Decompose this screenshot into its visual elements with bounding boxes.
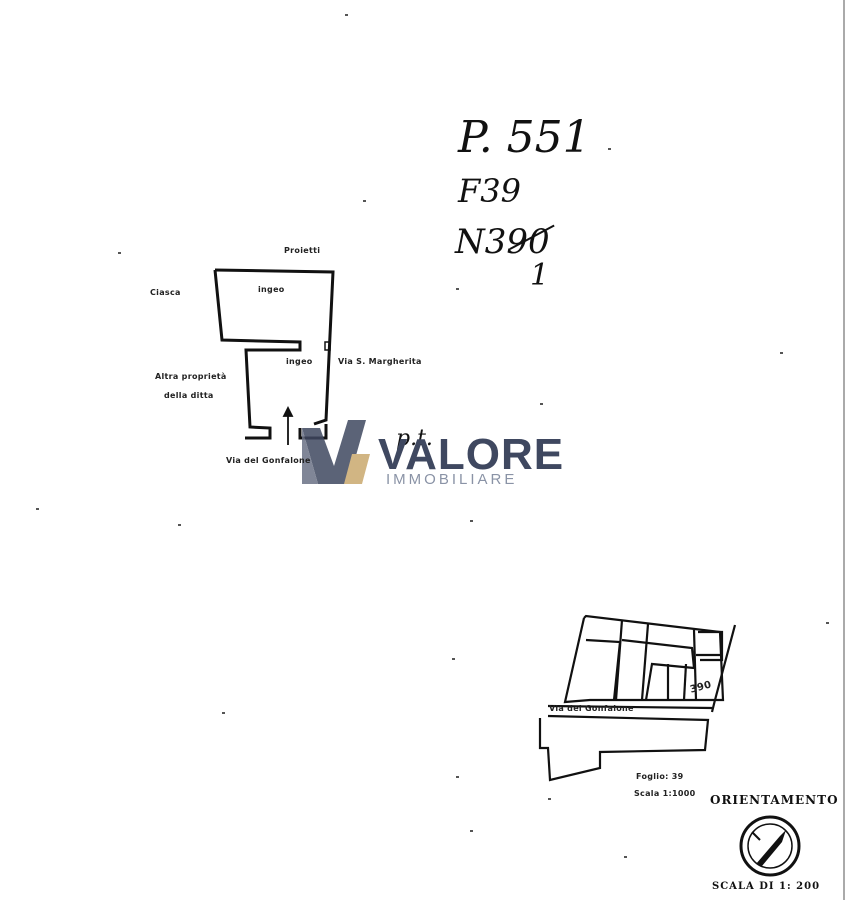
compass-icon <box>739 815 801 877</box>
scan-noise <box>36 14 829 858</box>
subalterno-label: 1 <box>530 258 550 293</box>
entrance-arrow <box>282 405 294 445</box>
map-scala-label: Scala 1:1000 <box>634 789 696 798</box>
watermark-subtitle: IMMOBILIARE <box>386 471 518 488</box>
particella-label: P. 551 <box>458 112 591 163</box>
floor-plan-outline <box>213 268 335 440</box>
watermark-name: VALORE <box>378 430 565 479</box>
room-lower-label: ingeo <box>286 357 313 366</box>
neighbor-left-label: Ciasca <box>150 288 181 297</box>
map-street-label: Via del Gonfalone <box>549 704 634 713</box>
property-left-label-line1: Altra proprietà <box>155 372 227 381</box>
map-foglio-label: Foglio: 39 <box>636 772 684 781</box>
numero-label: N390 <box>455 222 550 262</box>
orientation-title: ORIENTAMENTO <box>710 793 839 807</box>
scale-label: SCALA DI 1: 200 <box>712 881 821 892</box>
floor-level-label: p.t. <box>396 426 433 451</box>
street-bottom-label: Via del Gonfalone <box>226 456 311 465</box>
neighbor-top-label: Proietti <box>284 246 321 255</box>
foglio-label: F39 <box>458 172 521 210</box>
street-right-label: Via S. Margherita <box>338 357 422 366</box>
property-left-label-line2: della ditta <box>164 391 214 400</box>
location-map <box>538 614 737 782</box>
watermark-logo-mark <box>302 420 370 484</box>
room-upper-label: ingeo <box>258 285 285 294</box>
